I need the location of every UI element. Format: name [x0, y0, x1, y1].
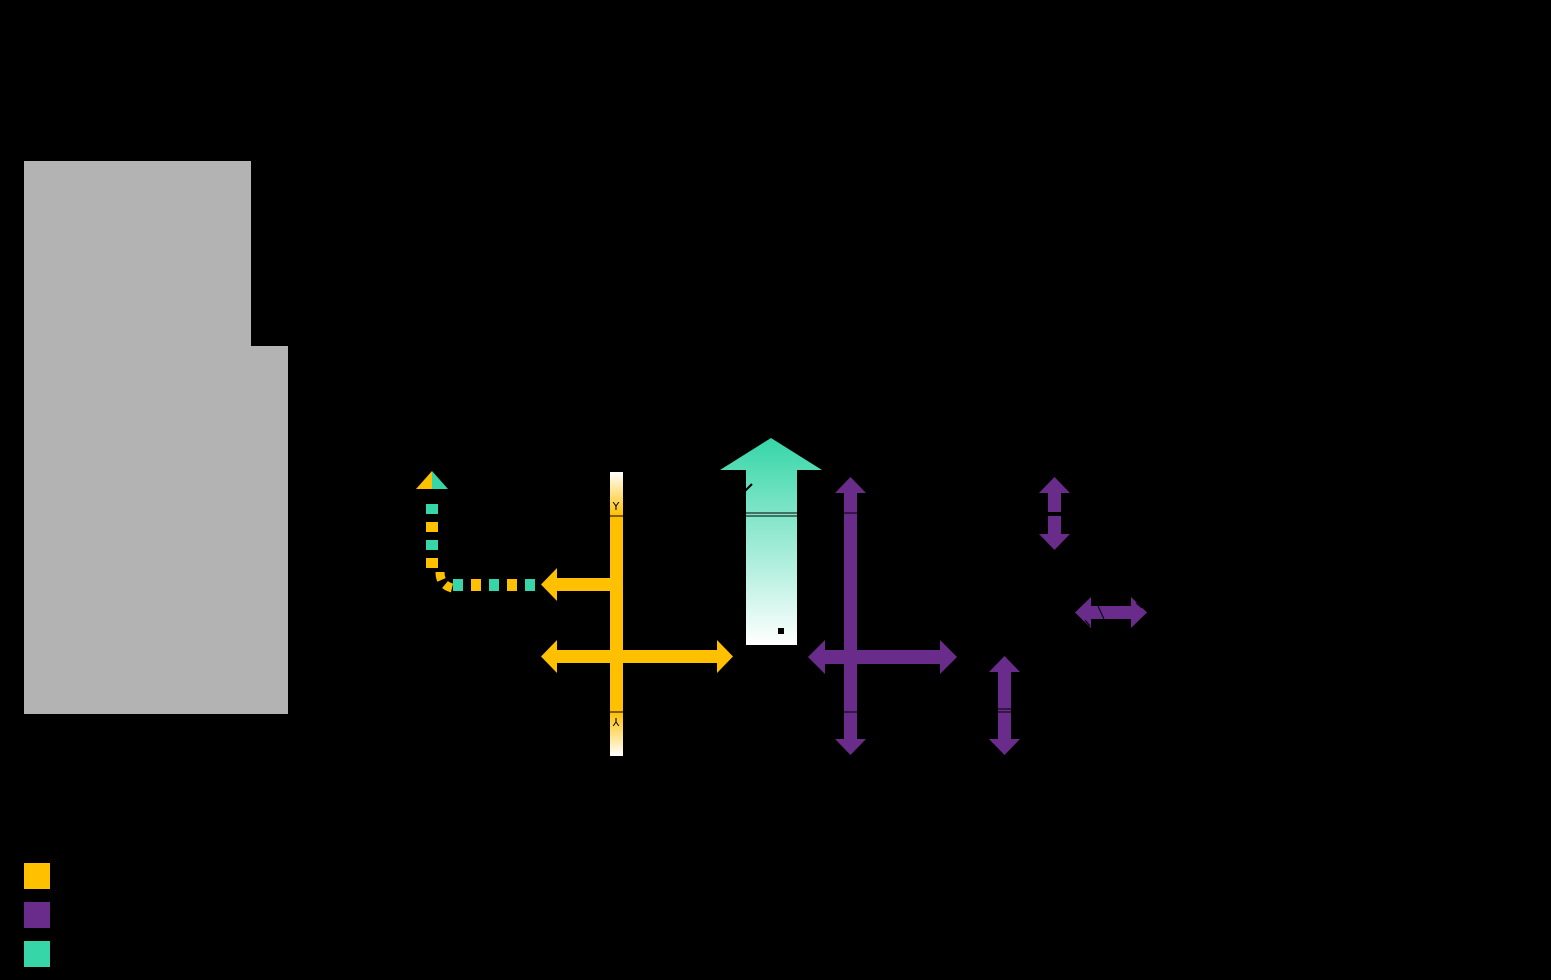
- legend-swatch-teal: [24, 941, 50, 967]
- legend: [24, 863, 50, 967]
- yellow-fork-top-marker: Y: [612, 500, 620, 513]
- yellow-double-arrow: [541, 640, 733, 673]
- dotted-route: [416, 471, 535, 593]
- building-block: [24, 161, 288, 714]
- purple-vertical-arrow-upper: [1039, 477, 1070, 550]
- yellow-left-arrow: [541, 568, 612, 601]
- yellow-fork-bottom-marker: Y: [612, 715, 620, 728]
- legend-swatch-yellow: [24, 863, 50, 889]
- teal-up-arrow: [720, 438, 822, 645]
- yellow-trunk: [610, 472, 623, 756]
- legend-swatch-purple: [24, 902, 50, 928]
- purple-horizontal-arrow: [1075, 597, 1147, 628]
- purple-vertical-arrow-lower: [989, 656, 1020, 755]
- purple-cross-arrows: [808, 477, 957, 755]
